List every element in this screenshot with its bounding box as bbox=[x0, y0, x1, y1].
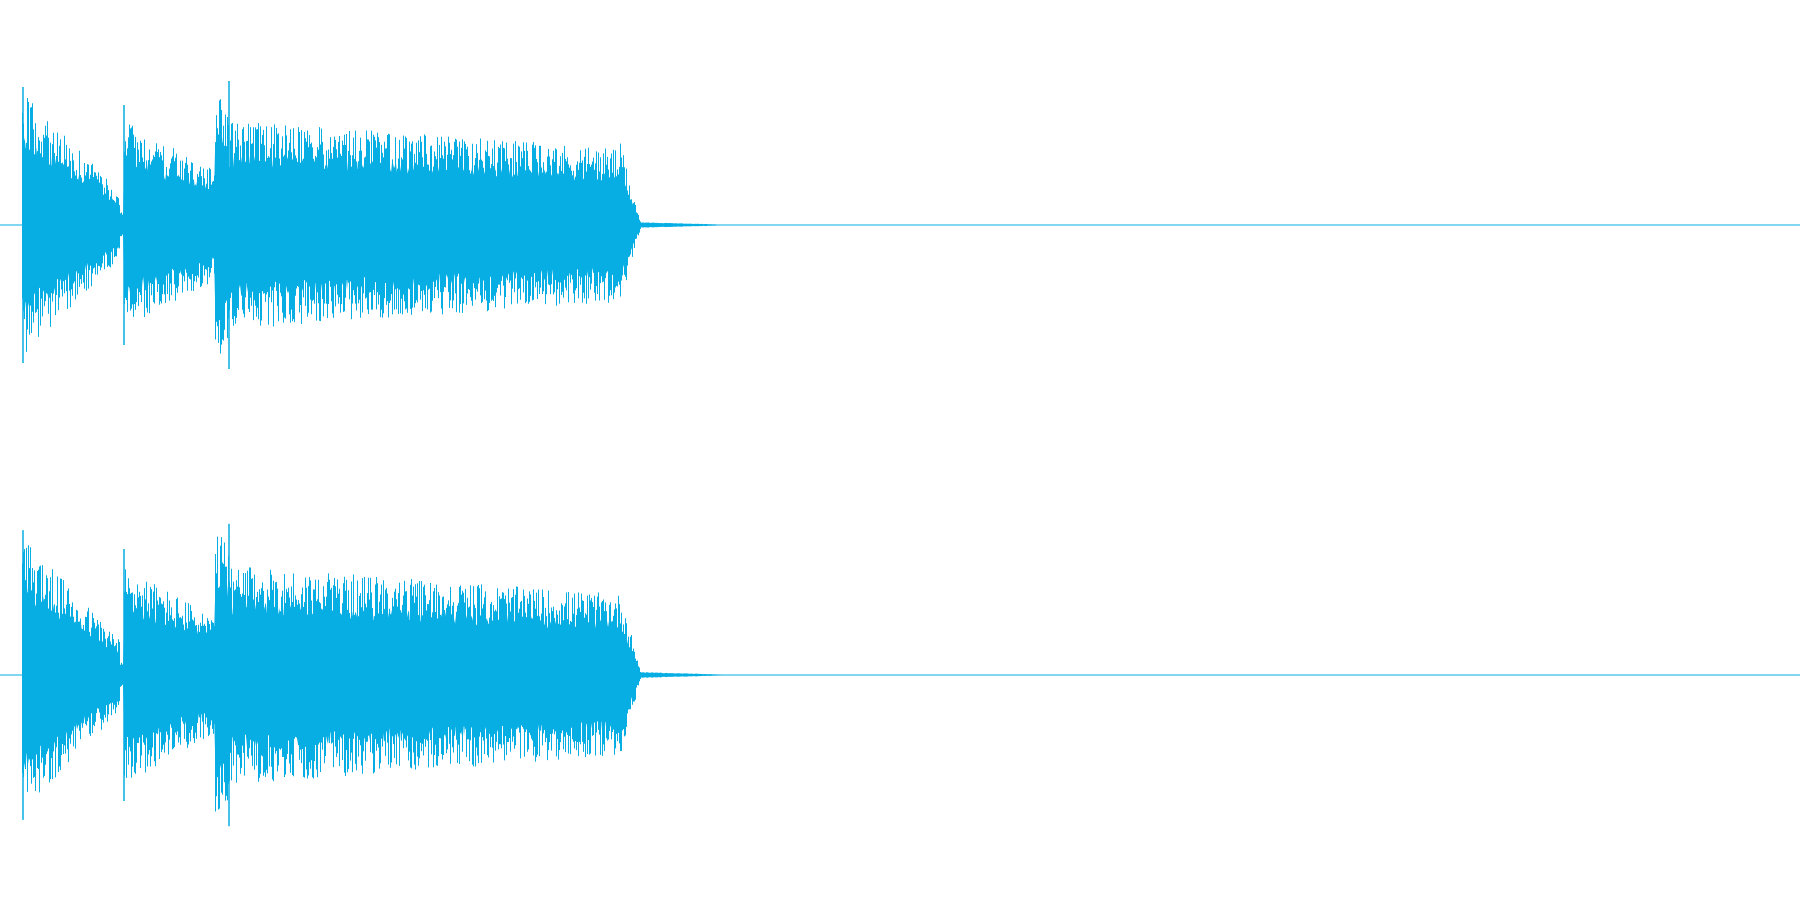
waveform-channel-2 bbox=[0, 523, 1800, 827]
waveform-channel-1 bbox=[0, 81, 1800, 369]
